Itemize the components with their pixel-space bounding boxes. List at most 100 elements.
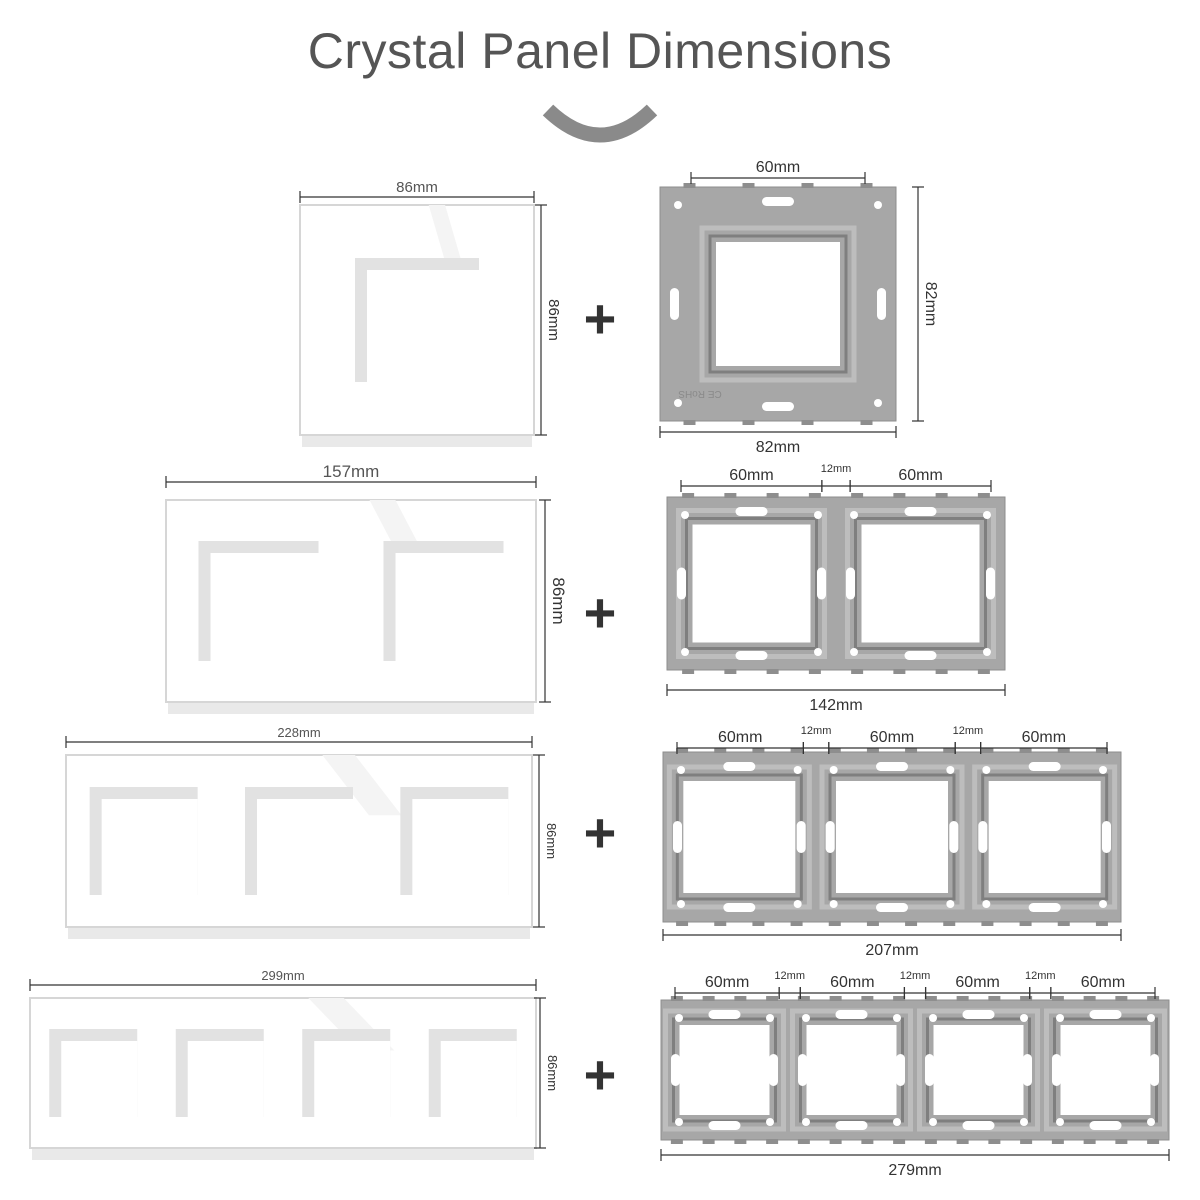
plus-icon: + (584, 581, 617, 644)
frame-opening (716, 242, 840, 366)
metal-frame (666, 493, 1006, 674)
frame-slot (735, 507, 768, 516)
panel-reflection (322, 755, 402, 816)
frame-tab (956, 996, 969, 1001)
frame-tab (1057, 921, 1070, 926)
panel-opening (49, 1029, 138, 1117)
frame-tab (683, 183, 696, 188)
frame-tab (1095, 921, 1108, 926)
frame-slot (835, 1010, 868, 1019)
frame-gap-dimension (1029, 987, 1052, 999)
glass-panel (29, 997, 537, 1160)
frame-hole (793, 766, 802, 774)
frame-slot (962, 1010, 995, 1019)
frame-tab (1019, 921, 1032, 926)
frame-hole (983, 511, 991, 519)
frame-tab (752, 748, 765, 753)
frame-tab (1083, 1139, 1096, 1144)
frame-slot (1028, 762, 1061, 771)
frame-opening (806, 1025, 897, 1115)
glass-panel (165, 499, 537, 714)
frame-tab (1115, 996, 1128, 1001)
frame-opening (679, 1025, 770, 1115)
frame-segment-label: 60mm (718, 729, 762, 746)
frame-tab (828, 748, 841, 753)
frame-slot (925, 1054, 934, 1086)
frame-tab (734, 996, 747, 1001)
frame-tab (1115, 1139, 1128, 1144)
frame-tab (905, 748, 918, 753)
frame-tab (714, 748, 727, 753)
frame-slot (769, 1054, 778, 1086)
panel-height-label: 86mm (544, 823, 559, 859)
panel-opening (175, 1029, 264, 1117)
frame-gap-label: 12mm (900, 970, 931, 982)
frame-segment-label: 60mm (955, 974, 999, 991)
frame-tab (808, 669, 821, 674)
frame-tab (724, 669, 737, 674)
frame-hole (814, 511, 822, 519)
frame-segment-label: 60mm (1081, 974, 1125, 991)
frame-tab (860, 420, 873, 425)
frame-slot (835, 1121, 868, 1130)
metal-frame: CE RoHS (659, 183, 897, 425)
frame-hole (677, 766, 685, 774)
frame-slot (1089, 1121, 1122, 1130)
panel-opening (198, 541, 319, 661)
frame-tab (752, 921, 765, 926)
panel-shadow (68, 927, 530, 939)
frame-module (670, 197, 886, 411)
frame-opening (988, 781, 1101, 893)
frame-opening (933, 1025, 1024, 1115)
frame-tab (742, 183, 755, 188)
plus-icon: + (584, 801, 617, 864)
frame-tab (893, 1139, 906, 1144)
frame-tab (714, 921, 727, 926)
panel-height-label: 86mm (545, 1055, 560, 1091)
frame-hole (829, 766, 838, 774)
frame-tab (683, 420, 696, 425)
frame-hole (829, 900, 838, 908)
frame-slot (677, 567, 686, 600)
frame-slot (877, 288, 886, 320)
panel-opening (383, 541, 504, 661)
frame-slot (762, 197, 794, 206)
frame-hole (982, 766, 991, 774)
frame-hole (1056, 1014, 1064, 1022)
frame-slot (986, 567, 995, 600)
frame-tab (1147, 1139, 1160, 1144)
frame-tab (988, 996, 1001, 1001)
frame-tab (1051, 996, 1064, 1001)
plus-icon: + (584, 287, 617, 350)
frame-hole (675, 1118, 683, 1126)
panel-shadow (168, 702, 534, 714)
down-arc-icon (542, 104, 658, 143)
frame-hole (1147, 1118, 1155, 1126)
metal-frame (662, 748, 1122, 926)
frame-tab (801, 420, 814, 425)
frame-tab (797, 1139, 810, 1144)
frame-tab (742, 420, 755, 425)
frame-segment-label: 60mm (830, 974, 874, 991)
frame-hole (681, 648, 689, 656)
panel-width-label: 228mm (277, 725, 320, 740)
frame-tab (724, 493, 737, 498)
frame-width-label: 207mm (865, 942, 918, 959)
frame-slot (1089, 1010, 1122, 1019)
frame-tab (702, 996, 715, 1001)
page-title: Crystal Panel Dimensions (307, 23, 893, 79)
panel-width-dimension (65, 736, 533, 748)
frame-hole (874, 201, 882, 209)
frame-tab (860, 183, 873, 188)
panel-opening (400, 787, 509, 895)
frame-height-label: 82mm (922, 282, 939, 326)
panel-width-label: 157mm (323, 462, 380, 481)
frame-tab (861, 1139, 874, 1144)
frame-tab (670, 1139, 683, 1144)
panel-opening (428, 1029, 517, 1117)
frame-tab (682, 669, 695, 674)
frame-slot (825, 821, 835, 853)
panel-opening (355, 258, 479, 382)
